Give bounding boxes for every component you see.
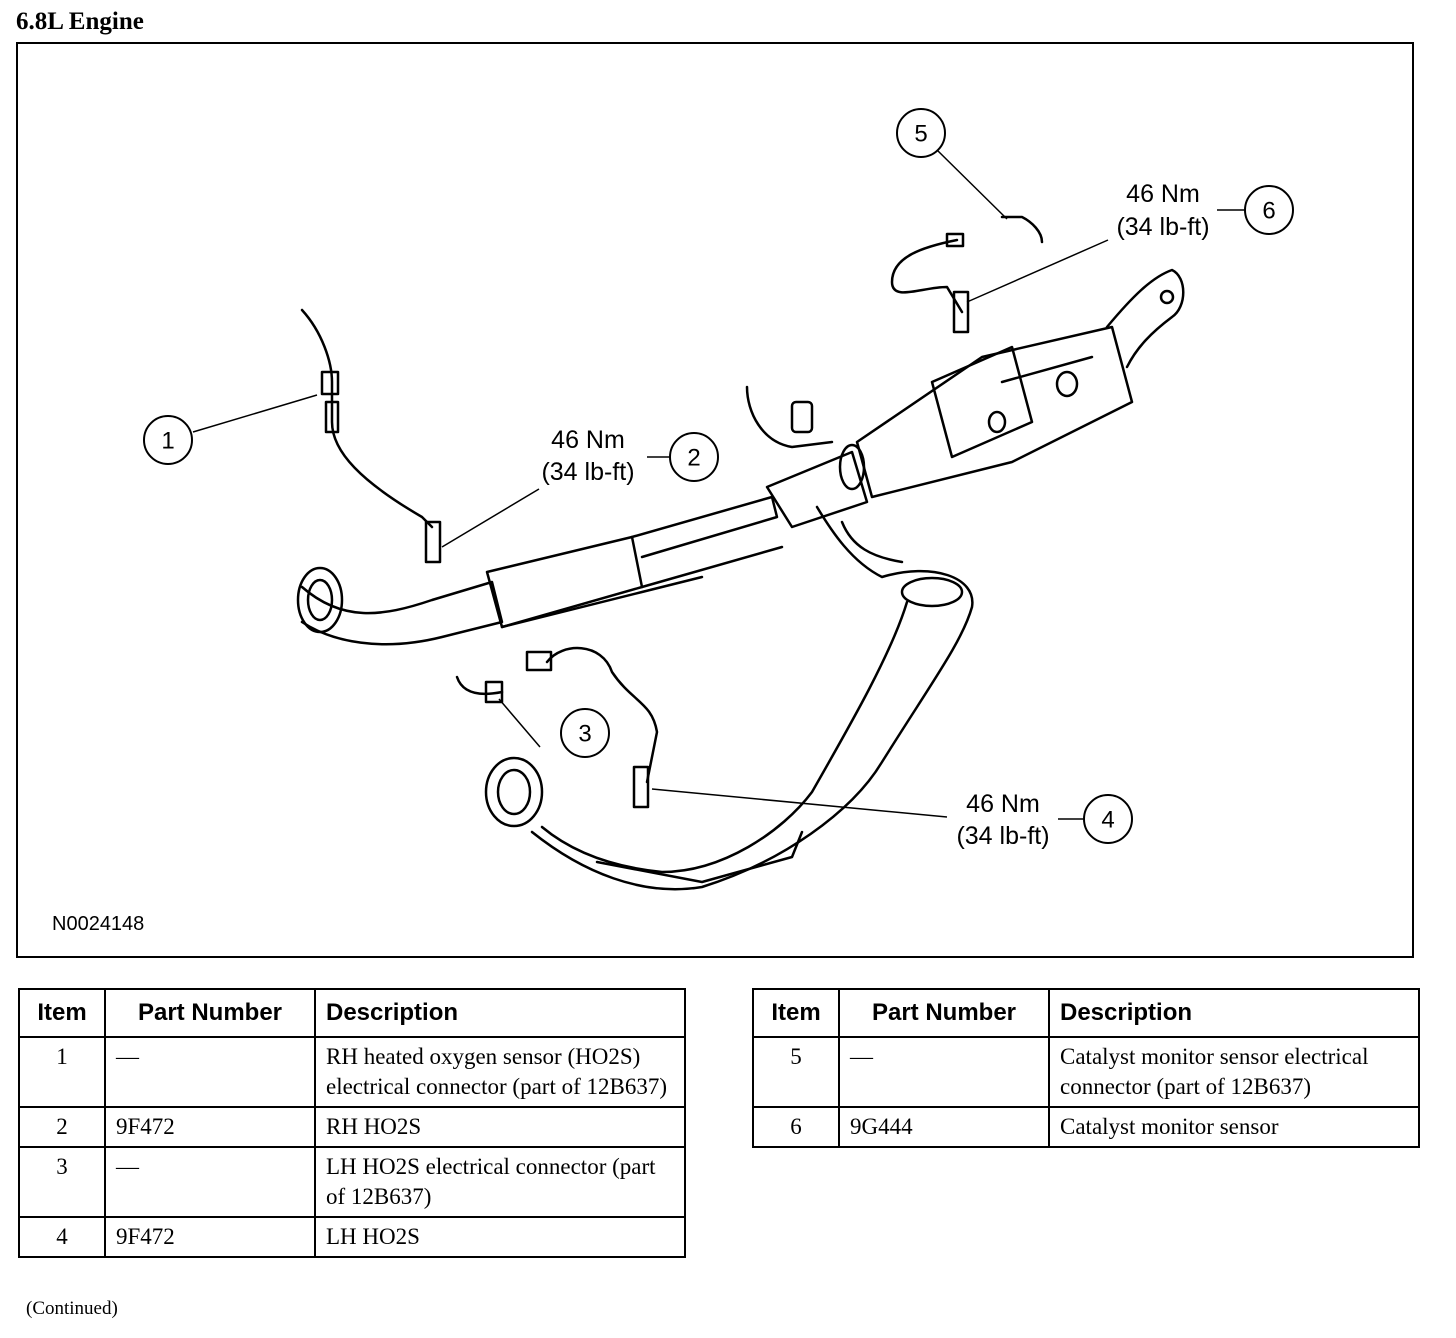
part-number: —: [104, 1146, 316, 1218]
lh-ho2s-sensor: [632, 765, 650, 809]
table-header-row: Item Part Number Description: [752, 988, 1420, 1038]
parts-table-right: Item Part Number Description 5 — Catalys…: [752, 988, 1420, 1148]
part-number: 9F472: [104, 1106, 316, 1148]
rh-converter: [485, 535, 644, 629]
callout-circle-6: [1244, 185, 1294, 235]
description: Catalyst monitor sensor: [1048, 1106, 1420, 1148]
lh-ho2s-connector: [525, 650, 553, 672]
description: LH HO2S: [314, 1216, 686, 1258]
figure-id: N0024148: [52, 913, 144, 935]
item-number: 1: [18, 1036, 106, 1108]
lh-crossover-pipe: [530, 505, 974, 891]
part-number: 9G444: [838, 1106, 1050, 1148]
catalyst-monitor-sensor: [952, 290, 970, 334]
torque-6-lbft: (34 lb-ft): [1116, 213, 1209, 241]
lh-ho2s-harness: [545, 646, 659, 784]
callout-label-1: 1: [161, 428, 174, 455]
heat-shield: [595, 830, 804, 884]
description: LH HO2S electrical connector (part of 12…: [314, 1146, 686, 1218]
lh-manifold-flange: [484, 756, 544, 828]
callout-circle-3: [560, 708, 610, 758]
header-item: Item: [18, 988, 106, 1038]
rh-ho2s-harness: [300, 308, 434, 529]
table-row: 6 9G444 Catalyst monitor sensor: [752, 1106, 1420, 1148]
callout-circle-2: [669, 432, 719, 482]
callout-label-6: 6: [1262, 198, 1275, 225]
header-description: Description: [1048, 988, 1420, 1038]
callout-label-2: 2: [687, 445, 700, 472]
torque-6-nm: 46 Nm: [1126, 180, 1200, 208]
exhaust-system-diagram: 1 2 3 4 5 6 46 Nm (34 lb-ft) 46 Nm (34 l…: [16, 42, 1414, 958]
catalyst-monitor-harness: [890, 238, 964, 314]
part-number: —: [104, 1036, 316, 1108]
item-number: 4: [18, 1216, 106, 1258]
y-pipe-junction: [765, 450, 869, 529]
table-row: 3 — LH HO2S electrical connector (part o…: [18, 1146, 686, 1218]
continued-note: (Continued): [26, 1298, 118, 1319]
callout-label-5: 5: [914, 121, 927, 148]
torque-2-nm: 46 Nm: [551, 426, 625, 454]
part-number: 9F472: [104, 1216, 316, 1258]
table-header-row: Item Part Number Description: [18, 988, 686, 1038]
hanger-bracket: [745, 385, 834, 449]
part-number: —: [838, 1036, 1050, 1108]
rh-ho2s-connector: [320, 370, 340, 396]
rh-manifold-flange: [296, 566, 344, 634]
page-title: 6.8L Engine: [16, 8, 144, 35]
exhaust-diagram-svg: 1 2 3 4 5 6 46 Nm (34 lb-ft) 46 Nm (34 l…: [52, 108, 1294, 935]
torque-4-lbft: (34 lb-ft): [956, 822, 1049, 850]
callout-label-4: 4: [1101, 807, 1114, 834]
catalyst-monitor-connector: [1000, 215, 1044, 244]
table-row: 4 9F472 LH HO2S: [18, 1216, 686, 1258]
tail-pipe: [1105, 268, 1185, 369]
rear-catalytic-converter: [855, 325, 1134, 499]
header-part-number: Part Number: [104, 988, 316, 1038]
description: Catalyst monitor sensor electrical conne…: [1048, 1036, 1420, 1108]
table-row: 2 9F472 RH HO2S: [18, 1106, 686, 1148]
table-row: 1 — RH heated oxygen sensor (HO2S) elect…: [18, 1036, 686, 1108]
callout-circle-5: [896, 108, 946, 158]
header-description: Description: [314, 988, 686, 1038]
rh-ho2s-sensor: [424, 520, 442, 564]
torque-4-nm: 46 Nm: [966, 790, 1040, 818]
table-row: 5 — Catalyst monitor sensor electrical c…: [752, 1036, 1420, 1108]
callout-circle-1: [143, 415, 193, 465]
header-item: Item: [752, 988, 840, 1038]
torque-2-lbft: (34 lb-ft): [541, 458, 634, 486]
rh-front-pipe: [300, 580, 504, 646]
item-number: 5: [752, 1036, 840, 1108]
callout-circle-4: [1083, 794, 1133, 844]
item-number: 3: [18, 1146, 106, 1218]
description: RH HO2S: [314, 1106, 686, 1148]
item-number: 6: [752, 1106, 840, 1148]
header-part-number: Part Number: [838, 988, 1050, 1038]
description: RH heated oxygen sensor (HO2S) electrica…: [314, 1036, 686, 1108]
callout-label-3: 3: [578, 721, 591, 748]
item-number: 2: [18, 1106, 106, 1148]
parts-table-left: Item Part Number Description 1 — RH heat…: [18, 988, 686, 1258]
